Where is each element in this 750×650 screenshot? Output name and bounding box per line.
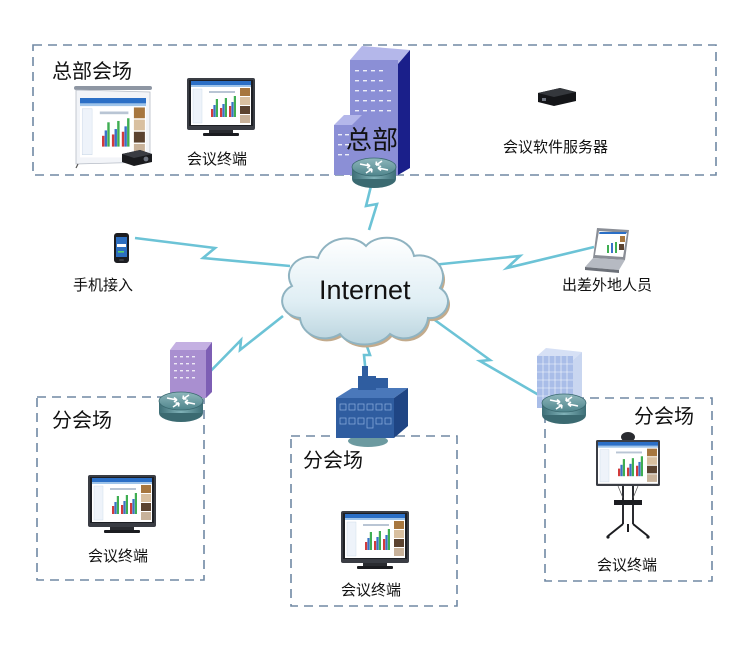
branch-right-terminal-label: 会议终端 — [597, 556, 657, 574]
monitor-icon — [187, 78, 255, 136]
link-laptop — [431, 245, 595, 271]
branch-left-terminal-label: 会议终端 — [88, 547, 148, 565]
hq-zone-border — [32, 44, 717, 176]
server-label: 会议软件服务器 — [503, 138, 608, 156]
branch-left-monitor-icon — [88, 475, 156, 533]
link-mobile — [134, 236, 291, 268]
mobile-label: 手机接入 — [73, 276, 133, 294]
network-links — [134, 185, 595, 400]
hq-building-label: 总部 — [346, 126, 398, 156]
hq-router-icon — [351, 157, 397, 189]
laptop-label: 出差外地人员 — [562, 276, 652, 294]
hq-building-icon — [334, 46, 410, 175]
branch-left-zone-label: 分会场 — [52, 408, 112, 432]
projector-icon — [122, 150, 152, 166]
hq-zone-label: 总部会场 — [52, 59, 132, 83]
link-branch-right — [431, 316, 545, 400]
mobile-phone-icon — [114, 233, 129, 263]
cloud-label: Internet — [319, 275, 411, 305]
link-hq — [364, 185, 379, 231]
branch-right-stand-terminal-icon — [596, 432, 660, 539]
hq-terminal-label: 会议终端 — [187, 150, 247, 168]
branch-left-router-icon — [158, 391, 204, 423]
branch-center-factory-icon — [336, 366, 408, 447]
link-branch-left — [195, 314, 284, 387]
server-icon — [538, 88, 576, 106]
branch-zone-right-border — [544, 397, 713, 582]
branch-left-building-icon — [170, 342, 212, 398]
branch-right-zone-label: 分会场 — [634, 404, 694, 428]
branch-zone-left-border — [36, 396, 205, 581]
branch-center-zone-label: 分会场 — [303, 448, 363, 472]
laptop-icon — [585, 228, 629, 273]
branch-right-building-icon — [537, 348, 582, 408]
cloud-icon — [281, 236, 451, 348]
branch-right-router-icon — [541, 393, 587, 425]
branch-center-monitor-icon — [341, 511, 409, 569]
branch-center-terminal-label: 会议终端 — [341, 581, 401, 599]
